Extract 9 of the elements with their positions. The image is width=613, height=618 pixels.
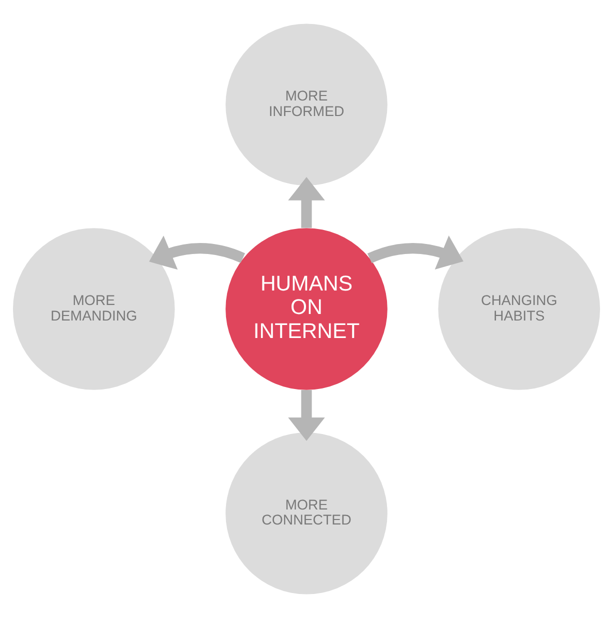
arrow — [368, 235, 464, 270]
arrow — [288, 390, 325, 441]
node-circle: MORE CONNECTED — [226, 432, 388, 594]
arrow — [288, 177, 325, 228]
node-circle: MORE DEMANDING — [12, 228, 175, 390]
node-circle: MORE INFORMED — [226, 24, 388, 186]
node-circle: CHANGING HABITS — [438, 228, 600, 390]
node-circle: HUMANS ON INTERNET — [226, 228, 388, 390]
arrow — [149, 236, 245, 270]
